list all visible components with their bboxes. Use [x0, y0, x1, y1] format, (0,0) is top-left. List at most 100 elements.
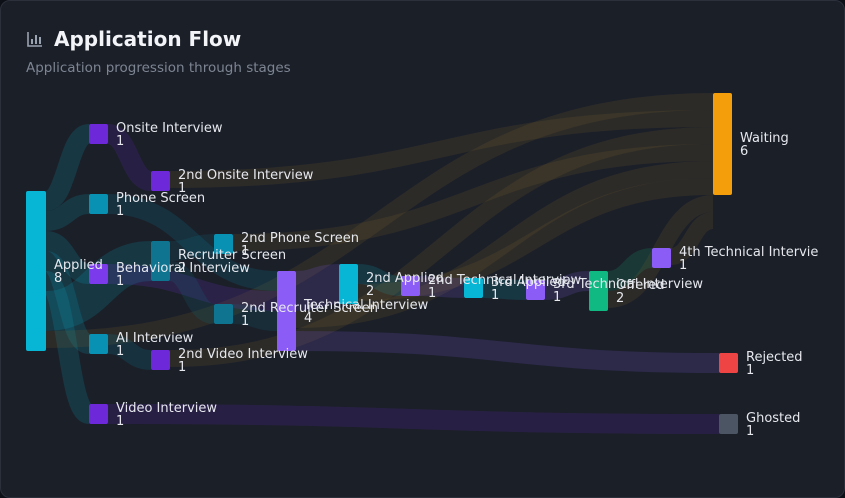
- node-value-applied2: 2: [366, 284, 374, 299]
- node-label-phone: Phone Screen: [116, 191, 205, 206]
- node-tech2[interactable]: [401, 276, 420, 296]
- node-label-ghosted: Ghosted: [746, 411, 800, 426]
- node-label-applied3: 3rd Applied: [491, 275, 566, 290]
- node-recruiter[interactable]: [151, 241, 170, 281]
- node-value-applied3: 1: [491, 288, 499, 303]
- flow-applied-to-behavioral[interactable]: [44, 231, 91, 284]
- node-label-onsite2: 2nd Onsite Interview: [178, 168, 314, 183]
- flow-recruiter2-to-technical[interactable]: [232, 304, 278, 331]
- node-applied3[interactable]: [464, 278, 483, 298]
- flow-applied-to-recruiter[interactable]: [44, 241, 153, 331]
- node-label-video: Video Interview: [116, 401, 217, 416]
- page-title: Application Flow: [54, 27, 242, 51]
- node-video2[interactable]: [151, 350, 170, 370]
- node-label-tech2: 2nd Technical Interview: [428, 273, 582, 288]
- node-rejected[interactable]: [719, 353, 738, 373]
- node-value-applied: 8: [54, 271, 62, 286]
- node-value-ghosted: 1: [746, 424, 754, 439]
- node-label-applied2: 2nd Applied: [366, 271, 444, 286]
- node-value-behavioral: 1: [116, 274, 124, 289]
- sankey-links: [41, 93, 720, 434]
- flow-tech3-to-offered[interactable]: [544, 271, 590, 300]
- flow-tech2-to-applied3[interactable]: [419, 276, 465, 298]
- flow-applied-to-video[interactable]: [41, 271, 94, 424]
- node-label-tech3: 3rd Technical Interview: [553, 277, 703, 292]
- node-tech3[interactable]: [526, 280, 545, 300]
- node-value-technical: 4: [304, 311, 312, 326]
- node-video[interactable]: [89, 404, 108, 424]
- flow-onsite2-to-waiting[interactable]: [169, 110, 714, 188]
- flow-applied-to-phone[interactable]: [45, 194, 90, 231]
- node-tech4[interactable]: [652, 248, 671, 268]
- node-value-video: 1: [116, 414, 124, 429]
- flow-applied2-to-tech2[interactable]: [357, 264, 402, 296]
- node-onsite2[interactable]: [151, 171, 170, 191]
- flow-offered-to-tech4[interactable]: [606, 248, 654, 291]
- node-label-recruiter: Recruiter Screen: [178, 248, 286, 263]
- node-value-phone2: 1: [241, 244, 249, 259]
- node-technical[interactable]: [277, 271, 296, 351]
- node-value-tech4: 1: [679, 258, 687, 273]
- flow-tech4-to-waiting[interactable]: [669, 212, 715, 265]
- node-label-ai: AI Interview: [116, 331, 194, 346]
- node-offered[interactable]: [589, 271, 608, 311]
- node-value-rejected: 1: [746, 363, 754, 378]
- node-label-rejected: Rejected: [746, 350, 803, 365]
- node-label-technical: Technical Interview: [303, 298, 429, 313]
- node-waiting[interactable]: [713, 93, 732, 195]
- flow-recruiter-to-recruiter2[interactable]: [168, 261, 216, 324]
- node-value-ai: 1: [116, 344, 124, 359]
- flow-applied-to-onsite[interactable]: [43, 124, 92, 211]
- flow-behavioral-to-technical[interactable]: [107, 264, 278, 311]
- node-onsite[interactable]: [89, 124, 108, 144]
- flow-applied3-to-tech3[interactable]: [482, 278, 527, 300]
- flow-technical-to-applied2[interactable]: [295, 264, 340, 311]
- node-value-tech3: 1: [553, 290, 561, 305]
- flow-applied2-to-waiting[interactable]: [357, 178, 714, 301]
- flow-phone2-to-waiting[interactable]: [232, 144, 714, 251]
- node-label-waiting: Waiting: [740, 131, 789, 146]
- node-value-offered: 2: [616, 291, 624, 306]
- node-value-phone: 1: [116, 204, 124, 219]
- node-value-recruiter2: 1: [241, 314, 249, 329]
- node-phone[interactable]: [89, 194, 108, 214]
- node-label-phone2: 2nd Phone Screen: [241, 231, 359, 246]
- node-ai[interactable]: [89, 334, 108, 354]
- flow-video-to-ghosted[interactable]: [107, 404, 720, 434]
- flow-technical-to-waiting[interactable]: [295, 161, 714, 328]
- node-label-tech4: 4th Technical Intervie: [679, 245, 818, 260]
- node-ghosted[interactable]: [719, 414, 738, 434]
- flow-applied-to-ai[interactable]: [42, 251, 93, 354]
- node-value-onsite2: 1: [178, 181, 186, 196]
- node-phone2[interactable]: [214, 234, 233, 254]
- node-label-offered: Offered: [616, 278, 665, 293]
- node-value-waiting: 6: [740, 144, 748, 159]
- flow-phone-to-technical[interactable]: [107, 194, 278, 291]
- node-applied2[interactable]: [339, 264, 358, 304]
- node-label-behavioral: Behavioral Interview: [116, 261, 250, 276]
- node-recruiter2[interactable]: [214, 304, 233, 324]
- flow-video2-to-waiting[interactable]: [169, 127, 714, 367]
- flow-ai-to-video2[interactable]: [107, 334, 152, 370]
- flow-technical-to-rejected[interactable]: [295, 331, 720, 373]
- node-value-onsite: 1: [116, 134, 124, 149]
- flow-onsite-to-onsite2[interactable]: [105, 124, 154, 191]
- node-value-video2: 1: [178, 360, 186, 375]
- flow-applied-to-waiting[interactable]: [45, 93, 714, 348]
- bar-chart-icon: [27, 32, 42, 47]
- node-value-recruiter: 2: [178, 261, 186, 276]
- node-behavioral[interactable]: [89, 264, 108, 284]
- node-label-applied: Applied: [54, 258, 103, 273]
- node-label-onsite: Onsite Interview: [116, 121, 223, 136]
- page-subtitle: Application progression through stages: [26, 60, 291, 76]
- node-label-video2: 2nd Video Interview: [178, 347, 308, 362]
- node-label-recruiter2: 2nd Recruiter Screen: [241, 301, 378, 316]
- node-applied[interactable]: [26, 191, 46, 351]
- card-header: Application Flow: [26, 27, 241, 51]
- node-value-tech2: 1: [428, 286, 436, 301]
- sankey-nodes: [26, 93, 738, 434]
- flow-recruiter-to-phone2[interactable]: [169, 234, 215, 261]
